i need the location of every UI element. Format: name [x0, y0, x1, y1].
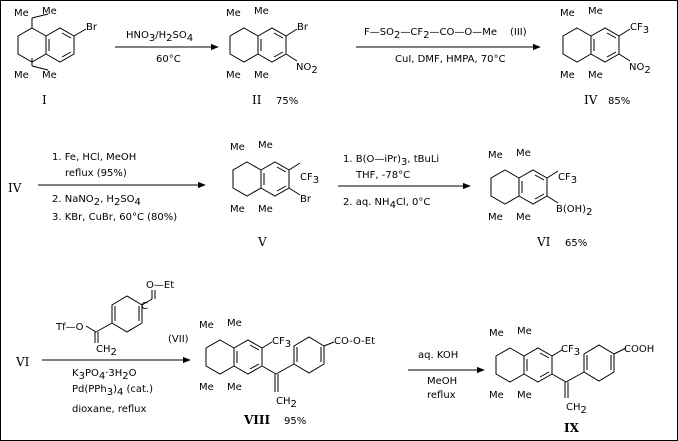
- methyl-label: Me: [14, 8, 29, 19]
- methyl-label: Me: [42, 70, 57, 81]
- compound-label: IV: [584, 93, 598, 107]
- bromo-label: Br: [86, 22, 98, 33]
- conditions-text: reflux: [427, 390, 456, 401]
- conditions-text: 1. B(O—iPr)3, tBuLi: [343, 154, 439, 168]
- methyl-label: Me: [489, 328, 504, 339]
- methyl-label: Me: [254, 70, 269, 81]
- methylene-label: CH2: [276, 396, 297, 410]
- reaction-arrow-2: F—SO2—CF2—CO—O—Me (III) CuI, DMF, HMPA, …: [356, 27, 541, 65]
- methyl-label: Me: [588, 6, 603, 17]
- methyl-label: Me: [258, 140, 273, 151]
- methyl-label: Me: [14, 70, 29, 81]
- ester-label: O—Et: [146, 280, 174, 291]
- start-compound-label: IV: [8, 181, 22, 195]
- compound-label: II: [252, 93, 262, 107]
- trifluoromethyl-label: CF3: [272, 336, 291, 350]
- conditions-text: 1. Fe, HCl, MeOH: [52, 152, 136, 163]
- methyl-label: Me: [230, 142, 245, 153]
- reaction-arrow-1: HNO3/H2SO4 60°C: [115, 30, 219, 65]
- methyl-label: Me: [489, 390, 504, 401]
- reaction-arrow-4: 1. B(O—iPr)3, tBuLi THF, -78°C 2. aq. NH…: [338, 154, 471, 211]
- methyl-label: Me: [516, 212, 531, 223]
- conditions-text: CuI, DMF, HMPA, 70°C: [395, 54, 506, 65]
- trifluoromethyl-label: CF3: [558, 172, 577, 186]
- carbonyl-label: C: [141, 301, 148, 312]
- compound-label: VIII: [243, 413, 271, 427]
- bromo-label: Br: [297, 22, 309, 33]
- nitro-label: NO2: [296, 62, 318, 76]
- nitro-label: NO2: [629, 62, 651, 76]
- methyl-label: Me: [199, 382, 214, 393]
- methyl-label: Me: [517, 390, 532, 401]
- methyl-label: Me: [517, 326, 532, 337]
- conditions-text: 2. aq. NH4Cl, 0°C: [343, 197, 430, 211]
- reagent-text: F—SO2—CF2—CO—O—Me: [364, 27, 497, 41]
- bromo-label: Br: [300, 194, 312, 205]
- methyl-label: Me: [227, 382, 242, 393]
- methyl-label: Me: [254, 6, 269, 17]
- methyl-label: Me: [258, 204, 273, 215]
- reaction-arrow-6: aq. KOH MeOH reflux: [408, 350, 485, 401]
- conditions-text: 2. NaNO2, H2SO4: [52, 194, 141, 208]
- compound-v: Me Me Me Me CF3 Br V: [230, 140, 319, 249]
- compound-viii: CH2 Me Me Me Me CF3 CO-O-Et VIII 95%: [199, 318, 375, 427]
- reagent-label: (VII): [168, 334, 189, 345]
- methyl-label: Me: [560, 8, 575, 19]
- methyl-label: Me: [42, 6, 57, 17]
- yield-text: 95%: [284, 416, 306, 427]
- compound-ix: CH2 Me Me Me Me CF3 COOH IX: [489, 326, 654, 435]
- compound-label: V: [257, 235, 267, 249]
- yield-text: 75%: [276, 96, 298, 107]
- compound-label: IX: [564, 421, 580, 435]
- methyl-label: Me: [488, 212, 503, 223]
- reaction-arrow-5: K3PO4·3H2O Pd(PPh3)4 (cat.) dioxane, ref…: [42, 356, 191, 415]
- trifluoromethyl-label: CF3: [300, 172, 319, 186]
- compound-ii: Me Me Me Me Br NO2 II 75%: [226, 6, 318, 107]
- conditions-text: 3. KBr, CuBr, 60°C (80%): [52, 212, 177, 223]
- methyl-label: Me: [560, 70, 575, 81]
- reagent-label: (III): [510, 27, 527, 38]
- trifluoromethyl-label: CF3: [561, 344, 580, 358]
- conditions-text: Pd(PPh3)4 (cat.): [72, 384, 153, 398]
- methylene-label: CH2: [566, 402, 587, 416]
- compound-label: VI: [536, 235, 551, 249]
- conditions-text: dioxane, reflux: [72, 404, 147, 415]
- conditions-text: aq. KOH: [418, 350, 458, 361]
- methyl-label: Me: [199, 320, 214, 331]
- methyl-label: Me: [226, 8, 241, 19]
- compound-i: Me Me Me Me Br I: [14, 6, 98, 107]
- trifluoromethyl-label: CF3: [630, 22, 649, 36]
- reaction-arrow-3: 1. Fe, HCl, MeOH reflux (95%) 2. NaNO2, …: [38, 152, 206, 223]
- methyl-label: Me: [588, 70, 603, 81]
- conditions-text: MeOH: [427, 376, 457, 387]
- methyl-label: Me: [227, 318, 242, 329]
- compound-vi: Me Me Me Me CF3 B(OH)2 VI 65%: [488, 148, 592, 249]
- boronic-acid-label: B(OH)2: [556, 204, 592, 218]
- conditions-text: reflux (95%): [65, 168, 127, 179]
- methylene-label: CH2: [96, 344, 117, 358]
- methyl-label: Me: [230, 204, 245, 215]
- conditions-text: 60°C: [156, 54, 181, 65]
- reagent-vii: Tf—O CH2 C O—Et (VII): [55, 280, 189, 358]
- start-compound-label: VI: [15, 355, 30, 369]
- conditions-text: THF, -78°C: [355, 170, 410, 181]
- methyl-label: Me: [488, 150, 503, 161]
- ester-label: CO-O-Et: [334, 336, 375, 347]
- triflate-label: Tf—O: [55, 322, 84, 333]
- methyl-label: Me: [516, 148, 531, 159]
- compound-iv: Me Me Me Me CF3 NO2 IV 85%: [560, 6, 651, 107]
- yield-text: 85%: [608, 96, 630, 107]
- compound-label: I: [42, 93, 47, 107]
- reagent-text: HNO3/H2SO4: [126, 30, 193, 44]
- yield-text: 65%: [565, 238, 587, 249]
- carboxylic-acid-label: COOH: [624, 344, 654, 355]
- conditions-text: K3PO4·3H2O: [72, 368, 137, 382]
- methyl-label: Me: [226, 70, 241, 81]
